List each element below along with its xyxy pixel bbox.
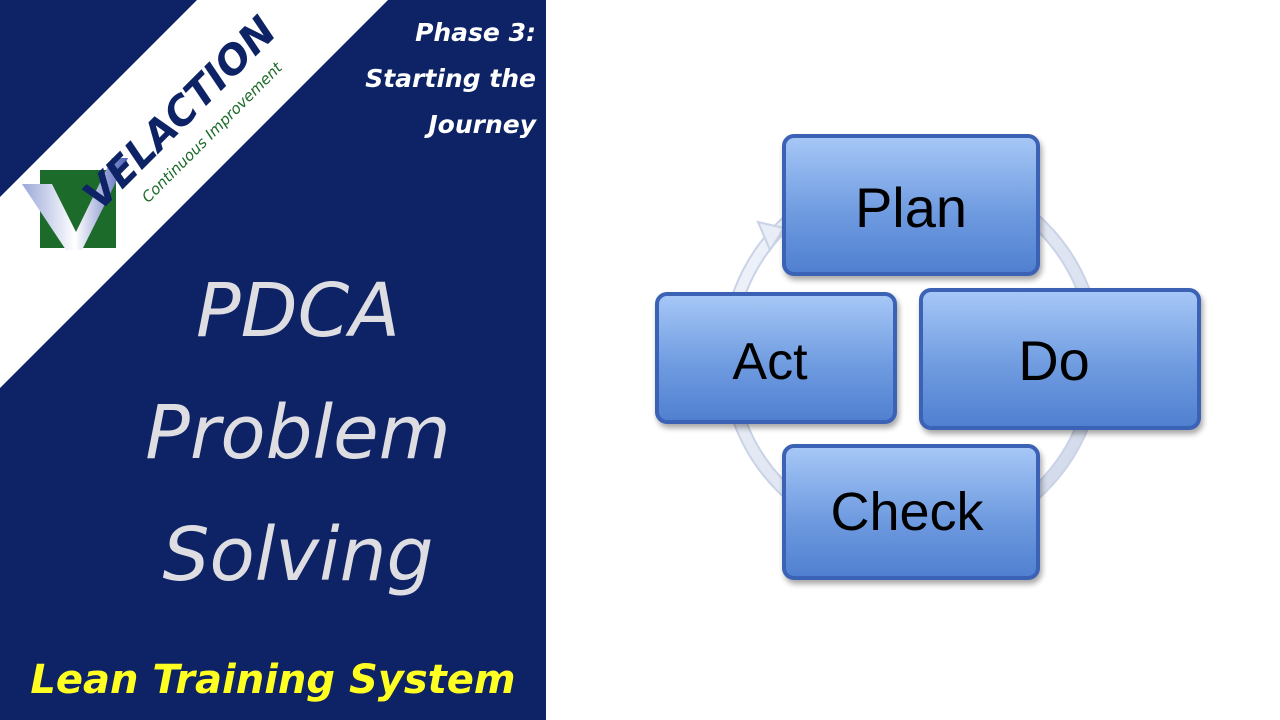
plan-box: Plan — [782, 134, 1040, 276]
act-label: Act — [732, 333, 808, 391]
pdca-cycle-diagram: Plan Act Do Check — [655, 134, 1201, 580]
act-box: Act — [655, 292, 897, 424]
slide-title: PDCA Problem Solving — [60, 250, 536, 616]
phase-line-1: Phase 3: — [415, 18, 536, 47]
left-panel: VELACTION Continuous Improvement Phase 3… — [0, 0, 546, 720]
check-label: Check — [830, 482, 984, 542]
title-line-3: Solving — [162, 512, 434, 598]
phase-heading: Phase 3: Starting the Journey — [336, 10, 536, 148]
do-label: Do — [1018, 329, 1090, 392]
do-box: Do — [919, 288, 1201, 430]
phase-line-3: Journey — [428, 110, 536, 139]
phase-line-2: Starting the — [365, 64, 536, 93]
footer-title: Lean Training System — [30, 657, 516, 703]
logo-v-icon — [22, 158, 128, 250]
logo-banner: VELACTION Continuous Improvement — [0, 0, 388, 388]
diagonal-band — [0, 0, 388, 388]
cycle-arrow-icon — [756, 220, 786, 253]
title-line-1: PDCA — [196, 268, 400, 354]
check-box: Check — [782, 444, 1040, 580]
plan-label: Plan — [855, 176, 967, 239]
title-line-2: Problem — [145, 390, 451, 476]
